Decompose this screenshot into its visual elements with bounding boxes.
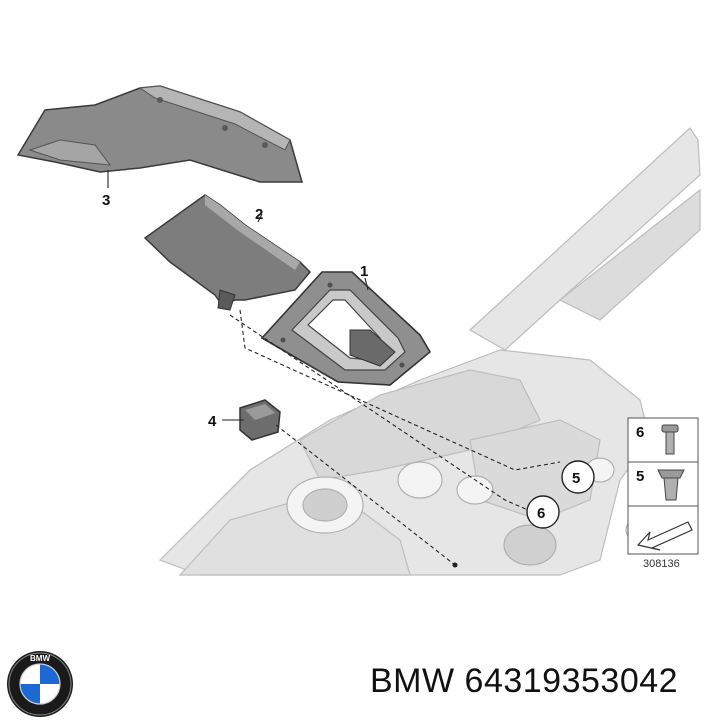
part-2-middle-cover — [143, 194, 312, 311]
leader-lines — [107, 170, 561, 568]
brand-name: BMW — [370, 662, 455, 700]
part-1-gasket-frame — [260, 271, 432, 386]
arrow-icon — [636, 521, 693, 551]
part-3-upper-cover — [16, 85, 303, 183]
body-frame-structure — [158, 127, 701, 576]
callout-6: 6 — [537, 505, 545, 522]
logo-letters: BMW — [30, 654, 50, 663]
callout-5: 5 — [572, 470, 580, 487]
callout-3: 3 — [102, 192, 110, 209]
legend-item-6-label: 6 — [636, 424, 644, 441]
frame-holes — [286, 457, 655, 566]
figure-number: 308136 — [643, 558, 680, 570]
callout-1: 1 — [360, 263, 368, 280]
clip-icon — [657, 469, 685, 501]
hardware-legend: 6 5 308136 — [627, 417, 699, 570]
part-caption: BMW 64319353042 — [370, 662, 678, 701]
circled-callout-6: 6 — [526, 495, 560, 529]
part-number: 64319353042 — [464, 662, 679, 700]
callout-4: 4 — [208, 413, 217, 430]
part-4-grommet — [239, 399, 281, 441]
bmw-logo: BMW — [7, 651, 73, 717]
circled-callout-5: 5 — [561, 460, 595, 494]
parts-diagram: 3 2 1 4 5 6 6 5 308136 — [16, 85, 701, 576]
callout-2: 2 — [255, 206, 263, 223]
legend-item-5-label: 5 — [636, 468, 644, 485]
screw-icon — [661, 424, 679, 455]
